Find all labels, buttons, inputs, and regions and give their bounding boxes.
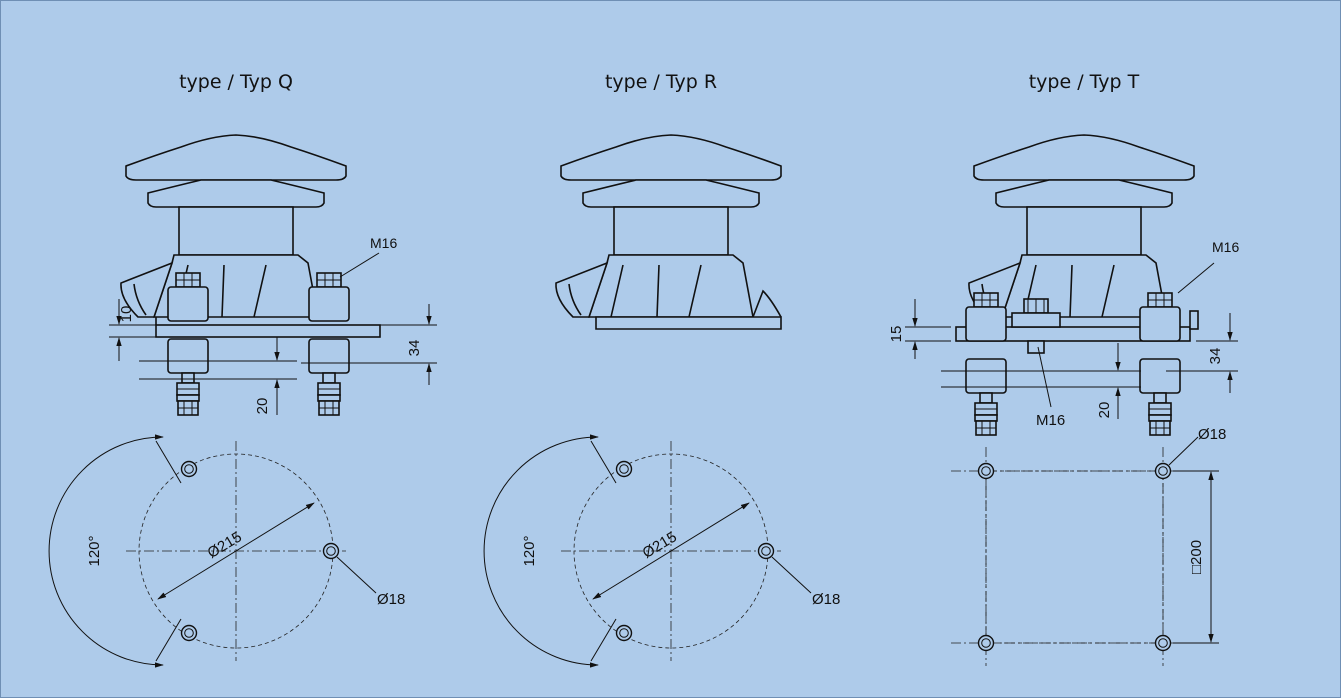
title-type-q: type / Typ Q [179,71,293,93]
m16-label-t-bottom: M16 [1036,412,1065,429]
angle-120-label: 120° [86,535,103,566]
type-r-plan-view: 120° Ø215 Ø18 [483,434,840,668]
dim-34-label: 34 [406,340,423,357]
angle-120-label-r: 120° [521,535,538,566]
type-q-plan-view: 120° Ø215 Ø18 [48,434,405,668]
dia-18-label-t: Ø18 [1198,426,1226,443]
dim-20-label: 20 [254,398,271,415]
dim-15-label: 15 [888,326,905,343]
square-200-label: □200 [1188,540,1205,574]
m16-label: M16 [370,235,397,251]
dim-20-label-t: 20 [1096,402,1113,419]
type-q-side-view [120,134,381,416]
title-type-r: type / Typ R [605,71,717,93]
type-t-dimensions: 15 34 20 M16 M16 [888,239,1239,429]
dia-215-label: Ø215 [205,528,245,561]
type-t-plan-view: Ø18 □200 [951,426,1226,666]
dia-18-label-r: Ø18 [812,591,840,608]
m16-label-t-top: M16 [1212,239,1239,255]
dim-10-label: 10 [118,306,135,323]
dia-215-label-r: Ø215 [640,528,680,561]
dim-34-label-t: 34 [1207,348,1224,365]
type-r-side-view [555,134,782,330]
dia-18-label: Ø18 [377,591,405,608]
title-type-t: type / Typ T [1029,71,1140,93]
type-t-side-view [955,134,1199,436]
type-q-dimensions: 10 34 20 M16 [109,235,437,415]
